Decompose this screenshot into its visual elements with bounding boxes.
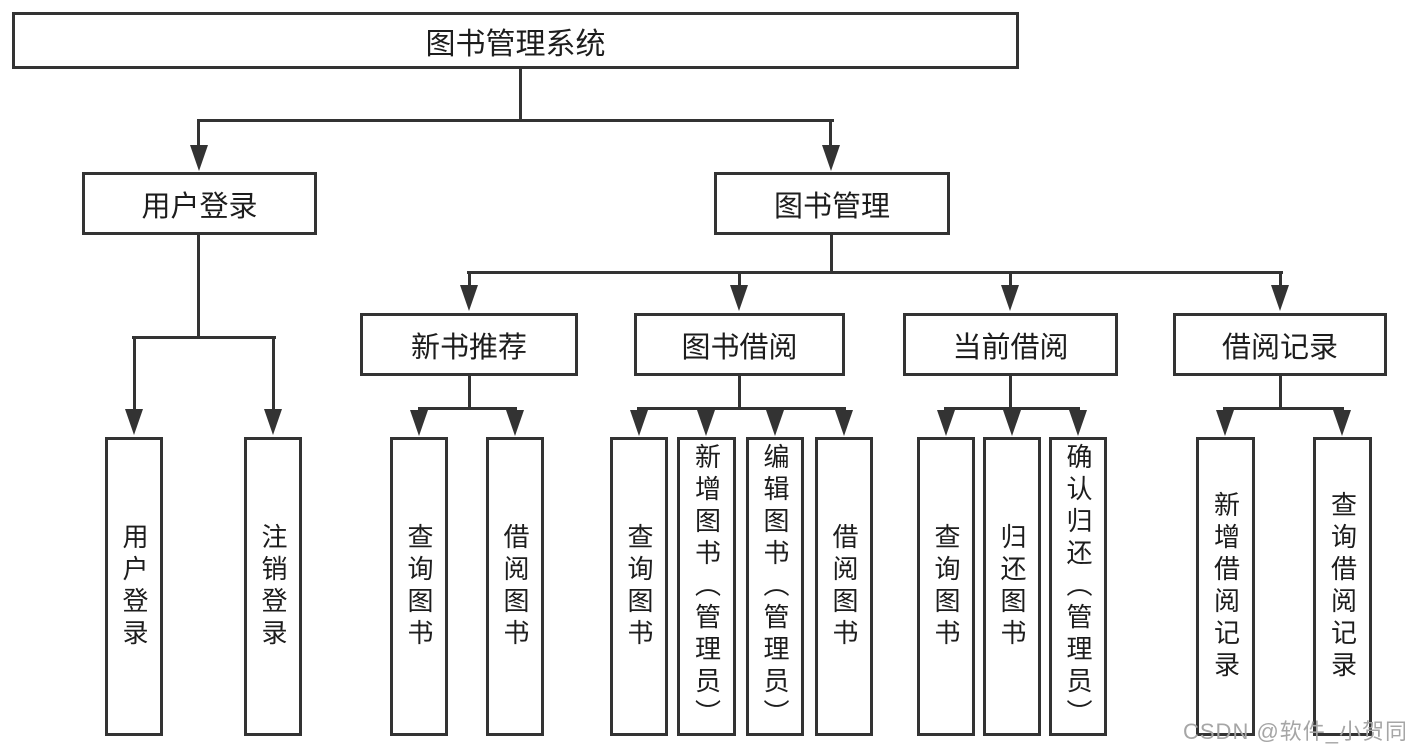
connector-line: [1279, 274, 1282, 286]
connector-line: [637, 407, 846, 410]
connector-line: [519, 69, 522, 122]
connector-line: [468, 376, 471, 409]
leaf-logout: 注销登录: [244, 437, 302, 736]
leaf-confirm-return-admin: 确认归还（管理员）: [1049, 437, 1107, 736]
arrowhead-down-icon: [630, 410, 648, 436]
arrowhead-down-icon: [1216, 410, 1234, 436]
leaf-query-books-recommend: 查询图书: [390, 437, 448, 736]
node-user-login: 用户登录: [82, 172, 317, 235]
leaf-add-book-admin: 新增图书（管理员）: [677, 437, 736, 736]
node-borrowing-records: 借阅记录: [1173, 313, 1387, 376]
leaf-query-books-borrowing: 查询图书: [610, 437, 668, 736]
leaf-borrow-books-borrowing: 借阅图书: [815, 437, 873, 736]
arrowhead-down-icon: [460, 285, 478, 311]
connector-line: [829, 122, 832, 146]
leaf-add-borrow-record: 新增借阅记录: [1196, 437, 1255, 736]
arrowhead-down-icon: [190, 145, 208, 171]
node-label: 图书管理系统: [425, 27, 606, 61]
arrowhead-down-icon: [937, 410, 955, 436]
connector-line: [272, 339, 275, 411]
arrowhead-down-icon: [1069, 410, 1087, 436]
csdn-watermark: CSDN @软件_小贺同学: [1183, 719, 1405, 744]
connector-line: [1279, 376, 1282, 409]
leaf-edit-book-admin: 编辑图书（管理员）: [746, 437, 804, 736]
connector-line: [132, 336, 276, 339]
connector-line: [1223, 407, 1344, 410]
node-book-borrowing: 图书借阅: [634, 313, 845, 376]
leaf-user-login: 用户登录: [105, 437, 163, 736]
node-label: 图书管理: [773, 190, 890, 223]
node-label: 图书借阅: [681, 331, 798, 364]
connector-line: [468, 274, 471, 286]
arrowhead-down-icon: [506, 410, 524, 436]
node-current-borrowing: 当前借阅: [903, 313, 1118, 376]
connector-line: [197, 122, 200, 146]
connector-line: [1009, 274, 1012, 286]
connector-line: [738, 376, 741, 409]
arrowhead-down-icon: [125, 409, 143, 435]
node-label: 新书推荐: [410, 331, 527, 364]
arrowhead-down-icon: [1271, 285, 1289, 311]
connector-line: [944, 407, 1080, 410]
node-library-system: 图书管理系统: [12, 12, 1019, 69]
arrowhead-down-icon: [766, 410, 784, 436]
arrowhead-down-icon: [697, 410, 715, 436]
arrowhead-down-icon: [1333, 410, 1351, 436]
arrowhead-down-icon: [822, 145, 840, 171]
arrowhead-down-icon: [1001, 285, 1019, 311]
connector-line: [197, 119, 834, 122]
node-new-book-recommend: 新书推荐: [360, 313, 578, 376]
leaf-query-books-current: 查询图书: [917, 437, 975, 736]
connector-line: [830, 235, 833, 274]
connector-line: [197, 235, 200, 339]
arrowhead-down-icon: [410, 410, 428, 436]
arrowhead-down-icon: [1003, 410, 1021, 436]
connector-line: [133, 339, 136, 411]
leaf-query-borrow-record: 查询借阅记录: [1313, 437, 1372, 736]
arrowhead-down-icon: [264, 409, 282, 435]
arrowhead-down-icon: [730, 285, 748, 311]
node-label: 借阅记录: [1221, 331, 1338, 364]
leaf-borrow-books-recommend: 借阅图书: [486, 437, 544, 736]
connector-line: [418, 407, 517, 410]
connector-line: [467, 271, 1283, 274]
leaf-return-books: 归还图书: [983, 437, 1041, 736]
arrowhead-down-icon: [835, 410, 853, 436]
connector-line: [1009, 376, 1012, 409]
node-label: 当前借阅: [952, 331, 1069, 364]
node-book-management: 图书管理: [714, 172, 950, 235]
connector-line: [738, 274, 741, 286]
node-label: 用户登录: [141, 190, 258, 223]
